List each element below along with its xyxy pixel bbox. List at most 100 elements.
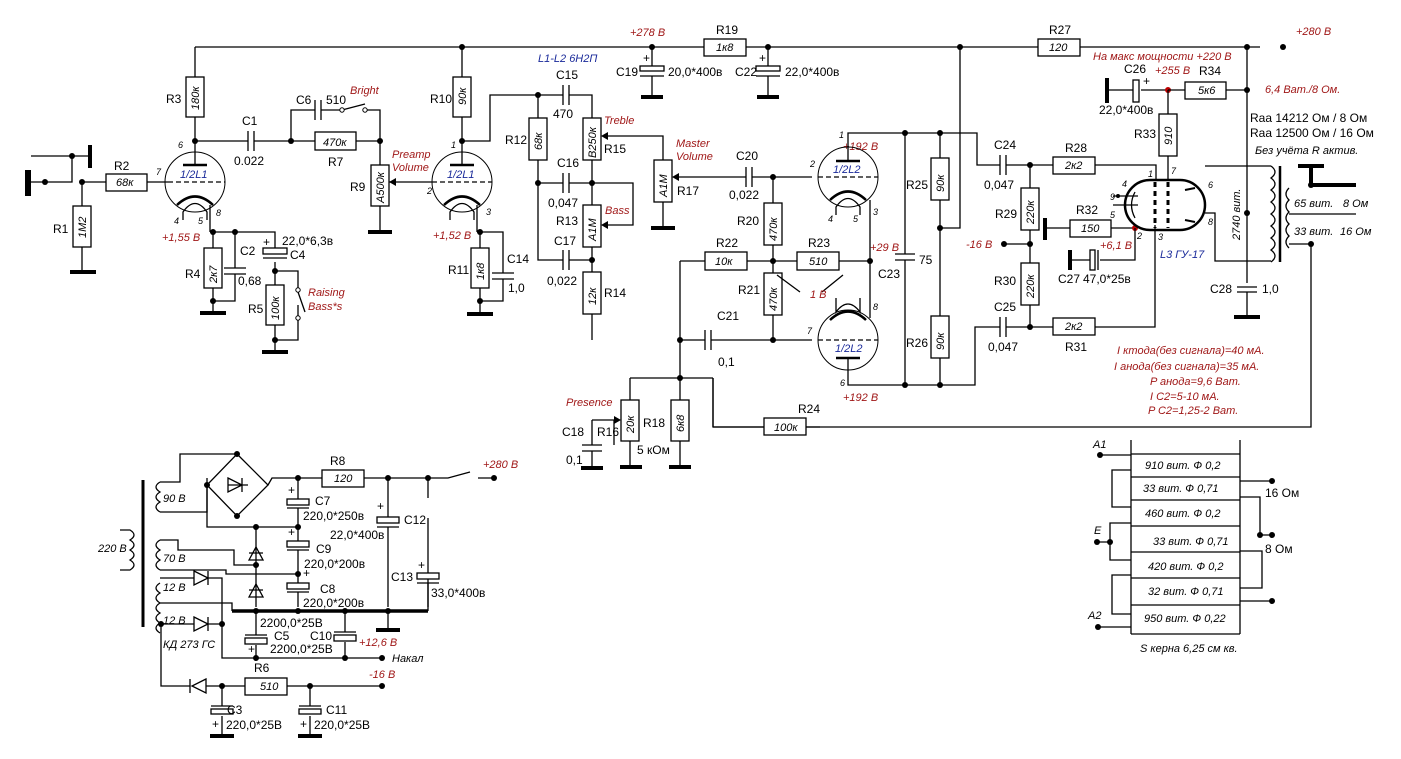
svg-text:C18: C18 [562, 425, 584, 439]
svg-text:Bass: Bass [605, 205, 630, 217]
master-volume-pot[interactable]: A1M R17 Master Volume [651, 138, 745, 230]
svg-text:C16: C16 [557, 156, 579, 170]
svg-text:5: 5 [853, 214, 859, 224]
svg-text:32 вит. Ф 0,71: 32 вит. Ф 0,71 [1148, 586, 1224, 598]
input-jack[interactable] [25, 145, 106, 196]
svg-text:2: 2 [426, 186, 432, 196]
svg-text:P C2=1,25-2 Ват.: P C2=1,25-2 Ват. [1148, 405, 1238, 417]
svg-text:220,0*25В: 220,0*25В [226, 718, 282, 732]
output-bias-network: C24 0,047 2к2 R28 220к R29 -16 В 220к R3… [966, 138, 1157, 354]
svg-text:220,0*200в: 220,0*200в [303, 596, 364, 610]
svg-text:R31: R31 [1065, 340, 1087, 354]
svg-text:C21: C21 [717, 309, 739, 323]
raising-bass-network[interactable]: + 22,0*6,3в C4 100к R5 Raising Bass*s [235, 231, 346, 354]
svg-text:+: + [418, 558, 425, 572]
svg-text:510: 510 [809, 256, 828, 268]
svg-text:Raising: Raising [308, 287, 346, 299]
svg-text:C22: C22 [735, 65, 757, 79]
svg-text:R9: R9 [350, 180, 366, 194]
svg-text:1/2L2: 1/2L2 [835, 343, 863, 355]
svg-text:6: 6 [1208, 180, 1213, 190]
svg-text:910 вит. Ф 0,2: 910 вит. Ф 0,2 [1145, 460, 1221, 472]
svg-text:2: 2 [1136, 231, 1142, 241]
svg-text:0,1: 0,1 [718, 355, 735, 369]
svg-text:6: 6 [178, 140, 183, 150]
svg-text:C9: C9 [316, 542, 332, 556]
resistor-r3: 180к R3 [166, 47, 205, 144]
svg-text:На макс мощности +220 В: На макс мощности +220 В [1093, 51, 1232, 63]
svg-text:C25: C25 [994, 300, 1016, 314]
svg-text:-16 В: -16 В [966, 239, 992, 251]
output-transformer: Raa 14212 Ом / 8 Ом Raa 12500 Ом / 16 Ом… [712, 47, 1374, 428]
svg-text:C20: C20 [736, 149, 758, 163]
svg-text:12к: 12к [587, 287, 599, 305]
svg-text:2к7: 2к7 [208, 265, 220, 284]
svg-text:910: 910 [1163, 126, 1175, 145]
svg-text:1: 1 [451, 140, 456, 150]
svg-text:C26: C26 [1124, 62, 1146, 76]
svg-text:C15: C15 [556, 68, 578, 82]
plate-loads: C23 75 90к R25 90к R26 [878, 47, 1000, 388]
svg-text:A1M: A1M [587, 218, 599, 242]
svg-text:E: E [1094, 525, 1102, 537]
svg-text:+278 В: +278 В [630, 27, 665, 39]
svg-text:6к8: 6к8 [675, 414, 687, 432]
svg-text:+1,52 В: +1,52 В [433, 230, 471, 242]
svg-text:470к: 470к [323, 137, 347, 149]
svg-text:4: 4 [1122, 179, 1127, 189]
svg-text:1: 1 [839, 130, 844, 140]
svg-text:R14: R14 [604, 286, 626, 300]
svg-text:C28: C28 [1210, 282, 1232, 296]
svg-text:8: 8 [1208, 217, 1213, 227]
svg-text:120: 120 [1049, 42, 1068, 54]
svg-text:90к: 90к [935, 332, 947, 350]
svg-text:+: + [212, 717, 219, 731]
svg-text:12 В: 12 В [163, 582, 186, 594]
svg-text:R4: R4 [185, 267, 201, 281]
tube-l1b: 90к R10 1/2L1 1 2 3 +1,52 В [426, 47, 493, 242]
svg-text:47,0*25в: 47,0*25в [1083, 272, 1131, 286]
svg-text:420 вит. Ф 0,2: 420 вит. Ф 0,2 [1148, 561, 1224, 573]
svg-text:+255 В: +255 В [1155, 65, 1190, 77]
svg-text:2200,0*25В: 2200,0*25В [260, 616, 323, 630]
svg-text:68к: 68к [533, 132, 545, 150]
svg-text:470: 470 [553, 107, 573, 121]
svg-text:2к2: 2к2 [1064, 160, 1082, 172]
svg-text:220,0*200в: 220,0*200в [304, 557, 365, 571]
svg-text:0,047: 0,047 [988, 340, 1018, 354]
preamp-volume-pot[interactable]: A500к R9 Preamp Volume [350, 141, 432, 234]
svg-text:C3: C3 [227, 703, 243, 717]
svg-text:R1: R1 [53, 222, 69, 236]
svg-text:16 Ом: 16 Ом [1340, 226, 1372, 238]
svg-text:Bright: Bright [350, 85, 380, 97]
svg-text:33 вит. Ф 0,71: 33 вит. Ф 0,71 [1143, 483, 1219, 495]
bright-switch[interactable]: C6 510 Bright [290, 85, 381, 141]
svg-text:+192 В: +192 В [843, 392, 878, 404]
svg-text:B250к: B250к [587, 126, 599, 158]
svg-text:510: 510 [326, 93, 346, 107]
svg-text:Preamp: Preamp [392, 149, 431, 161]
svg-text:+: + [759, 51, 766, 65]
svg-text:Master: Master [676, 138, 711, 150]
svg-text:A1M: A1M [658, 174, 670, 198]
svg-text:+192 В: +192 В [843, 141, 878, 153]
svg-text:100к: 100к [774, 422, 798, 434]
svg-text:0,047: 0,047 [984, 178, 1014, 192]
svg-text:+280 В: +280 В [1296, 26, 1331, 38]
svg-text:470к: 470к [768, 287, 780, 311]
svg-text:22,0*400в: 22,0*400в [785, 65, 839, 79]
resistor-r7: 470к R7 [291, 131, 383, 169]
svg-text:P анода=9,6 Ват.: P анода=9,6 Ват. [1150, 376, 1241, 388]
svg-text:70 В: 70 В [163, 553, 186, 565]
svg-text:100к: 100к [270, 296, 282, 320]
svg-text:20к: 20к [625, 415, 637, 434]
presence-network[interactable]: 20к R16 Presence 6к8 R18 5 кОм C18 0,1 1… [562, 375, 820, 470]
svg-text:C8: C8 [320, 582, 336, 596]
svg-text:R2: R2 [114, 159, 130, 173]
svg-text:R25: R25 [906, 178, 928, 192]
svg-text:+6,1 В: +6,1 В [1100, 240, 1132, 252]
svg-text:0,022: 0,022 [547, 274, 577, 288]
svg-text:Volume: Volume [676, 151, 713, 163]
svg-text:+280 В: +280 В [483, 459, 518, 471]
svg-text:22,0*400в: 22,0*400в [1099, 103, 1153, 117]
